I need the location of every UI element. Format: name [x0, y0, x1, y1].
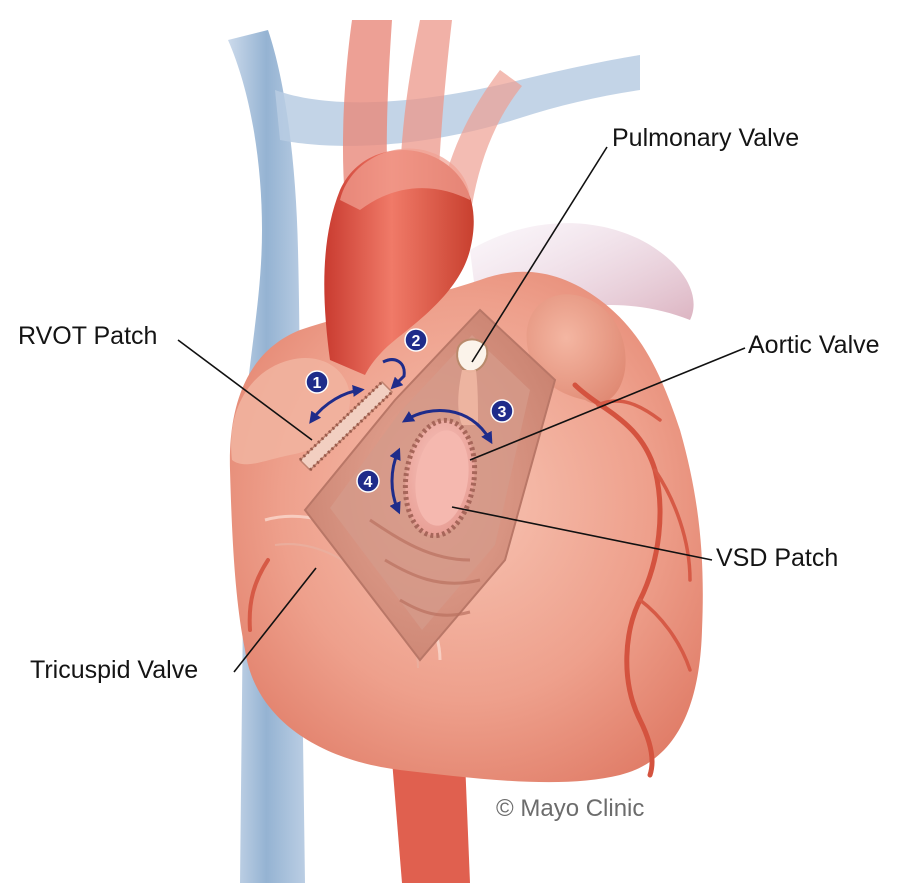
step-badge-3: 3	[491, 400, 513, 422]
svg-text:1: 1	[313, 375, 322, 392]
svg-text:3: 3	[498, 404, 507, 421]
step-badge-2: 2	[405, 329, 427, 351]
step-badge-1: 1	[306, 371, 328, 393]
rvot-patch-label: RVOT Patch	[18, 324, 157, 349]
step-badge-4: 4	[357, 470, 379, 492]
copyright-credit: © Mayo Clinic	[496, 797, 644, 821]
aortic-valve-label: Aortic Valve	[748, 333, 880, 358]
tricuspid-valve-label: Tricuspid Valve	[30, 658, 198, 683]
svg-text:2: 2	[412, 333, 421, 350]
innominate-vein	[275, 55, 640, 146]
descending-vessel	[392, 760, 470, 883]
vsd-patch-label: VSD Patch	[716, 546, 838, 571]
svg-text:4: 4	[364, 474, 373, 491]
pulmonary-valve-label: Pulmonary Valve	[612, 126, 799, 151]
